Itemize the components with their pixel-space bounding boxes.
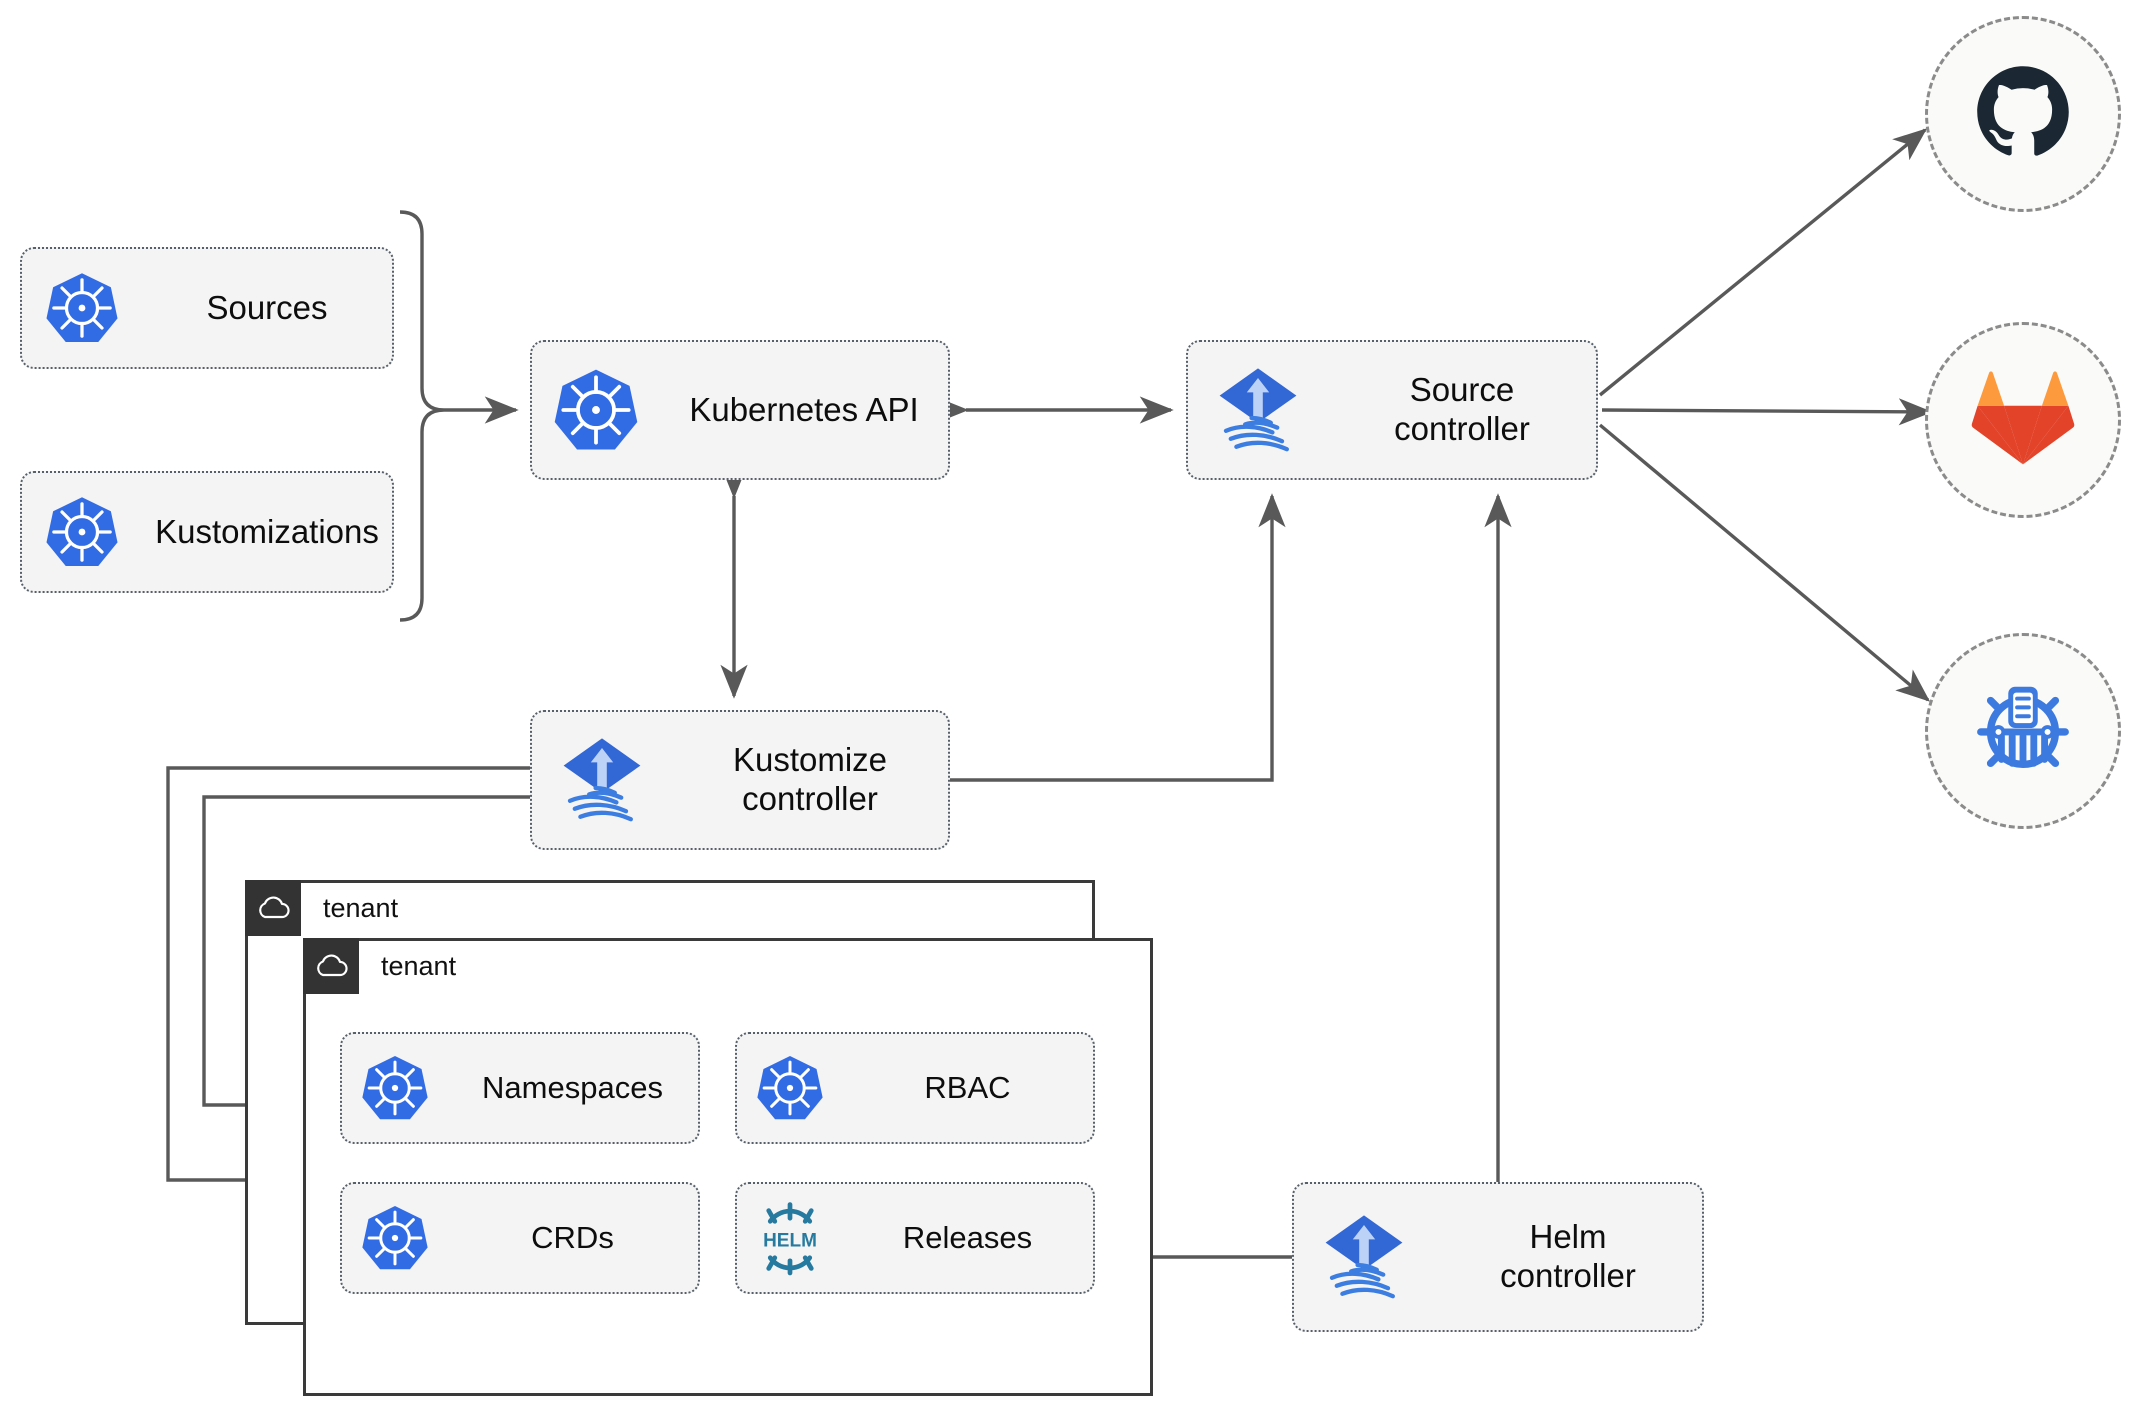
cloud-icon [303, 938, 359, 994]
external-source-helm-charts[interactable] [1925, 633, 2121, 829]
kubernetes-icon [22, 495, 142, 569]
tenant-container-front[interactable]: tenant [303, 938, 1153, 1396]
tenant-resource-label: RBAC [924, 1070, 1011, 1105]
helm-controller-box[interactable]: Helm controller [1292, 1182, 1704, 1332]
helm-controller-label: Helm controller [1500, 1218, 1636, 1294]
wire-kustomize-source [950, 493, 1286, 782]
tenant-resource-releases[interactable]: HELM Releases [735, 1182, 1095, 1294]
tenant-resource-rbac[interactable]: RBAC [735, 1032, 1095, 1144]
tenant-resource-label: CRDs [531, 1220, 614, 1255]
flux-icon [1188, 362, 1328, 458]
tenant-header: tenant [245, 880, 398, 936]
gitlab-icon [1971, 368, 2075, 473]
kubernetes-icon [532, 367, 660, 453]
resource-box-kustomizations[interactable]: Kustomizations [20, 471, 394, 593]
kubernetes-icon [342, 1204, 447, 1272]
svg-text:HELM: HELM [763, 1230, 817, 1251]
tenant-resource-label: Namespaces [482, 1070, 663, 1105]
tenant-resource-namespaces[interactable]: Namespaces [340, 1032, 700, 1144]
source-controller-box[interactable]: Source controller [1186, 340, 1598, 480]
tenant-header: tenant [303, 938, 456, 994]
flux-icon [532, 732, 672, 828]
tenant-resource-crds[interactable]: CRDs [340, 1182, 700, 1294]
kubernetes-api-label: Kubernetes API [689, 390, 919, 428]
source-controller-label: Source controller [1394, 371, 1530, 447]
kubernetes-api-box[interactable]: Kubernetes API [530, 340, 950, 480]
tenant-resource-label: Releases [902, 1220, 1033, 1255]
kustomize-controller-label: Kustomize controller [732, 741, 888, 817]
resource-box-sources[interactable]: Sources [20, 247, 394, 369]
wire-source-github [1598, 128, 1928, 397]
external-source-gitlab[interactable] [1925, 322, 2121, 518]
tenant-name-label: tenant [381, 950, 457, 981]
wire-source-helm-charts [1598, 423, 1931, 702]
helm-chart-repository-icon [1969, 675, 2077, 788]
resource-label-sources: Sources [206, 288, 328, 326]
flux-icon [1294, 1209, 1434, 1305]
tenant-name-label: tenant [323, 892, 399, 923]
external-source-github[interactable] [1925, 16, 2121, 212]
kubernetes-icon [342, 1054, 447, 1122]
cloud-icon [245, 880, 301, 936]
helm-icon: HELM [737, 1200, 842, 1276]
kubernetes-icon [22, 271, 142, 345]
kubernetes-icon [737, 1054, 842, 1122]
resources-bracket [399, 210, 445, 622]
github-icon [1971, 60, 2075, 169]
kustomize-controller-box[interactable]: Kustomize controller [530, 710, 950, 850]
resource-label-kustomizations: Kustomizations [155, 512, 379, 550]
wire-source-gitlab [1601, 398, 1933, 426]
